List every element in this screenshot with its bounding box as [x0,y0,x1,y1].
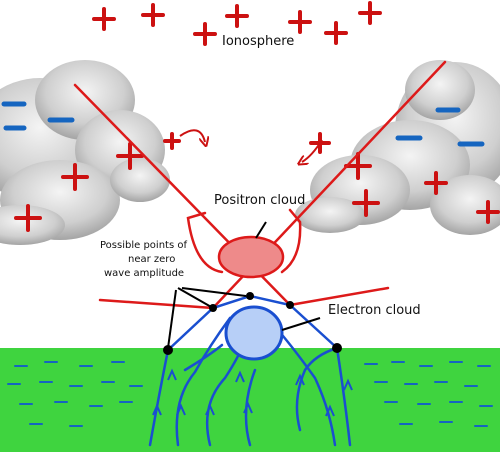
field-arrow-icon [235,370,245,383]
plus-charge-icon [225,4,249,28]
pointer-lines [167,221,321,349]
zero-points-label-line3: wave amplitude [104,268,184,279]
cloud-negative-charges [1,101,485,147]
plus-charge-icon [358,1,382,25]
plus-charge-icon [14,204,42,232]
right-cloud [295,60,500,235]
ground-negative-charges [7,361,493,427]
curly-arrows [179,129,323,162]
zero-points-label-line2: near zero [128,254,175,265]
ground-contact-point [163,345,173,355]
right-horizontal-beam [288,286,390,307]
electron-cloud-label: Electron cloud [328,303,421,318]
left-horizontal-beam [98,298,215,310]
field-arrow-icon [243,401,253,414]
plus-charge-icon [61,163,89,191]
field-arrow-icon [343,378,353,391]
plus-charge-icon [92,7,116,31]
right-bracket [280,208,302,274]
left-bracket [186,211,224,274]
positron-cloud-label: Positron cloud [214,193,305,208]
field-arrow-icon [205,403,215,416]
plus-charge-icon [163,132,181,150]
zero-point [246,292,254,300]
ionosphere-label: Ionosphere [222,34,294,49]
field-arrow-icon [176,403,186,416]
plus-charge-icon [344,152,372,180]
plus-charge-icon [193,22,217,46]
electron-cloud [224,305,284,361]
plus-charge-icon [476,200,500,224]
field-arrow-icon [295,373,305,386]
plus-charge-icon [324,21,348,45]
ground [0,348,500,452]
field-arrows [152,368,353,417]
ground-contact-point [332,343,342,353]
positron-cloud [217,235,285,279]
curly-arrow-left-icon [302,139,323,162]
positive-charges [14,1,500,232]
zero-amplitude-points [163,292,342,355]
field-arrow-icon [167,368,177,381]
field-arrow-icon [325,404,335,417]
plus-charge-icon [116,142,144,170]
plus-charge-icon [141,3,165,27]
plus-charge-icon [288,10,312,34]
curly-arrow-right-icon [179,129,205,142]
zero-points-label-line1: Possible points of [100,240,187,251]
plus-charge-icon [352,189,380,217]
field-arrow-icon [152,403,162,416]
zero-point [286,301,294,309]
plus-charge-icon [424,171,448,195]
